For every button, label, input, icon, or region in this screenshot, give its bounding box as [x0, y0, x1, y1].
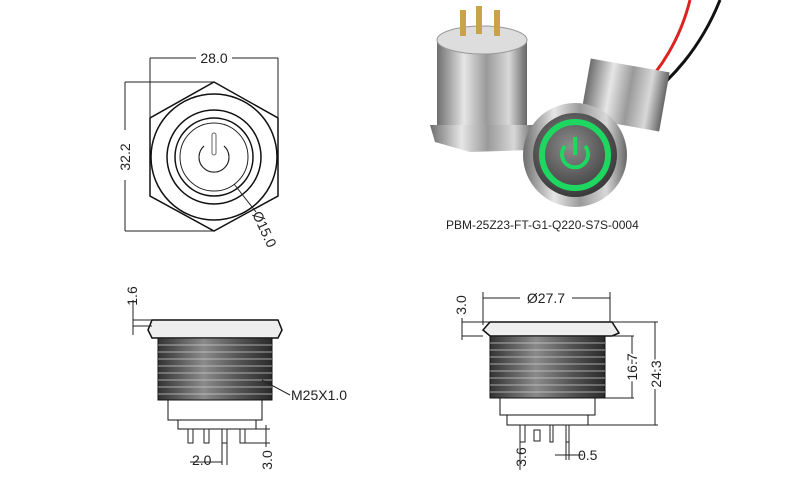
power-icon — [198, 132, 230, 173]
height-dimension: 32.2 — [117, 143, 133, 170]
side-view-right: Ø27.7 3.0 16.7 24.3 3.6 0.5 — [453, 290, 666, 470]
pin-dimension: 3.6 — [513, 447, 529, 467]
product-photo: PBM-25Z23-FT-G1-Q220-S7S-0004 — [430, 0, 722, 232]
pin-spacing-dimension: 2.0 — [192, 452, 212, 468]
product-code-caption: PBM-25Z23-FT-G1-Q220-S7S-0004 — [446, 218, 639, 232]
top-view: 28.0 32.2 Ø15.0 — [117, 50, 280, 250]
bezel-diameter-dimension: Ø27.7 — [527, 290, 565, 306]
pin-width-dimension: 0.5 — [578, 447, 598, 463]
pin-length-dimension: 3.0 — [259, 450, 275, 470]
width-dimension: 28.0 — [200, 50, 227, 66]
hex-nut-outline — [149, 81, 279, 232]
bezel-circle — [150, 93, 278, 221]
thread-label: M25X1.0 — [291, 387, 347, 403]
led-ring — [539, 119, 611, 191]
bezel-height-dimension: 3.0 — [453, 295, 469, 315]
bezel-thickness-dimension: 1.6 — [124, 286, 140, 306]
thread-length-dimension: 16.7 — [624, 353, 640, 380]
total-length-dimension: 24.3 — [648, 360, 664, 387]
side-view-left: 1.6 M25X1.0 2.0 3.0 — [124, 286, 347, 470]
diameter-dimension: Ø15.0 — [249, 209, 280, 251]
